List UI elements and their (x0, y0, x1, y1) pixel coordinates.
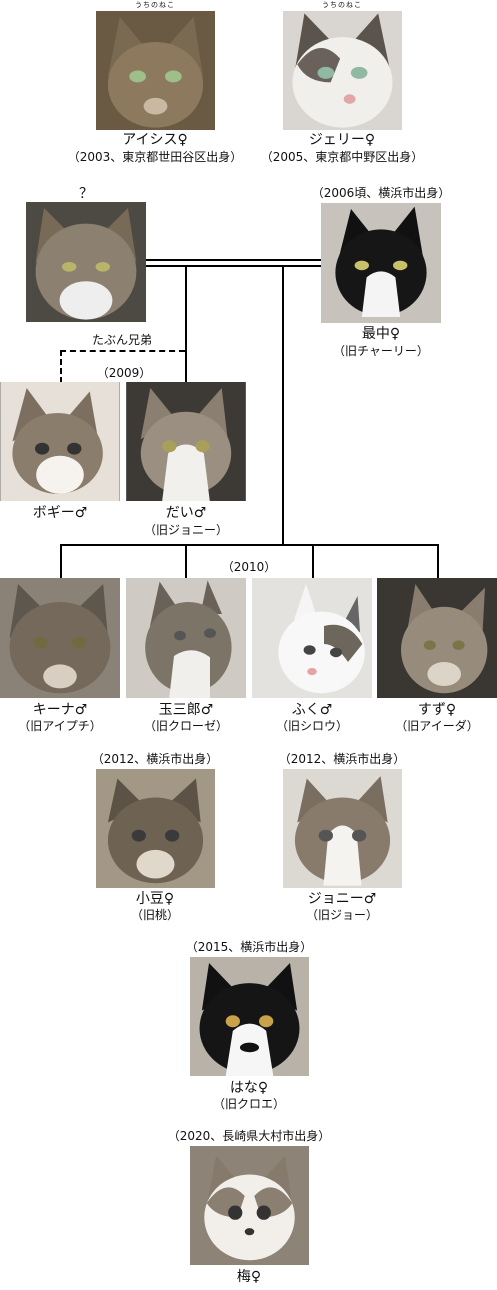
ume-photo (190, 1146, 309, 1265)
suzu-name: すず♀ (417, 702, 457, 718)
cat-photo-icon (190, 957, 309, 1076)
ume-name: 梅♀ (236, 1269, 262, 1285)
azuki-name: 小豆♀ (135, 891, 175, 907)
fuku-photo (252, 578, 372, 698)
drop-tamasaburo (185, 544, 187, 578)
monaka-origin: （2006頃、横浜市出身） (311, 186, 451, 200)
jerry-tag: うちのねこ (322, 1, 362, 9)
cat-photo-icon (377, 578, 497, 698)
year-2010: （2010） (221, 560, 277, 574)
cat-photo-icon (321, 203, 441, 323)
line-to-2009 (185, 266, 187, 384)
suzu-photo (377, 578, 497, 698)
drop-suzu (437, 544, 439, 578)
cat-photo-icon (96, 11, 215, 130)
cat-photo-icon (283, 11, 402, 130)
johnny-name: ジョニー♂ (307, 891, 377, 907)
bogi-photo (0, 382, 120, 501)
dai-former: （旧ジョニー） (143, 523, 229, 537)
parents-line-top (146, 259, 321, 261)
jerry-photo (283, 11, 402, 130)
dai-photo (126, 382, 246, 501)
cat-photo-icon (0, 578, 120, 698)
cat-photo-icon (126, 382, 246, 501)
drop-kina (60, 544, 62, 578)
kina-photo (0, 578, 120, 698)
kina-name: キーナ♂ (32, 702, 88, 718)
cat-photo-icon (190, 1146, 309, 1265)
bogi-name: ボギー♂ (32, 505, 88, 521)
tamasaburo-photo (126, 578, 246, 698)
hana-origin: （2015、横浜市出身） (185, 940, 313, 954)
jerry-note: （2005、東京都中野区出身） (260, 150, 424, 164)
father-photo (26, 202, 146, 322)
azuki-origin: （2012、横浜市出身） (91, 752, 219, 766)
monaka-photo (321, 203, 441, 323)
cat-photo-icon (0, 382, 120, 501)
hana-former: （旧クロエ） (212, 1097, 286, 1111)
brothers-dashed-drop (60, 350, 62, 383)
tamasaburo-name: 玉三郎♂ (158, 702, 214, 718)
aisis-name: アイシス♀ (122, 132, 188, 148)
line-to-2010 (282, 266, 284, 545)
cat-photo-icon (26, 202, 146, 322)
year-2009: （2009） (96, 366, 152, 380)
jerry-name: ジェリー♀ (308, 132, 376, 148)
cat-photo-icon (252, 578, 372, 698)
brothers-dashed-line (60, 350, 185, 352)
cat-photo-icon (126, 578, 246, 698)
johnny-origin: （2012、横浜市出身） (278, 752, 406, 766)
azuki-former: （旧桃） (130, 908, 180, 922)
parents-line-bottom (146, 265, 321, 267)
cat-photo-icon (283, 769, 402, 888)
litter-2010-line (60, 544, 439, 546)
hana-photo (190, 957, 309, 1076)
aisis-note: （2003、東京都世田谷区出身） (67, 150, 243, 164)
cat-photo-icon (96, 769, 215, 888)
aisis-photo (96, 11, 215, 130)
aisis-tag: うちのねこ (135, 1, 175, 9)
monaka-name: 最中♀ (361, 326, 401, 342)
drop-fuku (312, 544, 314, 578)
ume-origin: （2020、長崎県大村市出身） (167, 1129, 331, 1143)
johnny-photo (283, 769, 402, 888)
tamasaburo-former: （旧クローゼ） (143, 719, 229, 733)
johnny-former: （旧ジョー） (305, 908, 379, 922)
brothers-label: たぶん兄弟 (91, 333, 153, 347)
suzu-former: （旧アイーダ） (395, 719, 479, 733)
kina-former: （旧アイプチ） (18, 719, 102, 733)
fuku-former: （旧シロウ） (275, 719, 349, 733)
fuku-name: ふく♂ (291, 702, 333, 718)
azuki-photo (96, 769, 215, 888)
monaka-former: （旧チャーリー） (333, 344, 429, 358)
father-name: ？ (79, 186, 93, 202)
dai-name: だい♂ (165, 505, 207, 521)
hana-name: はな♀ (229, 1080, 269, 1096)
